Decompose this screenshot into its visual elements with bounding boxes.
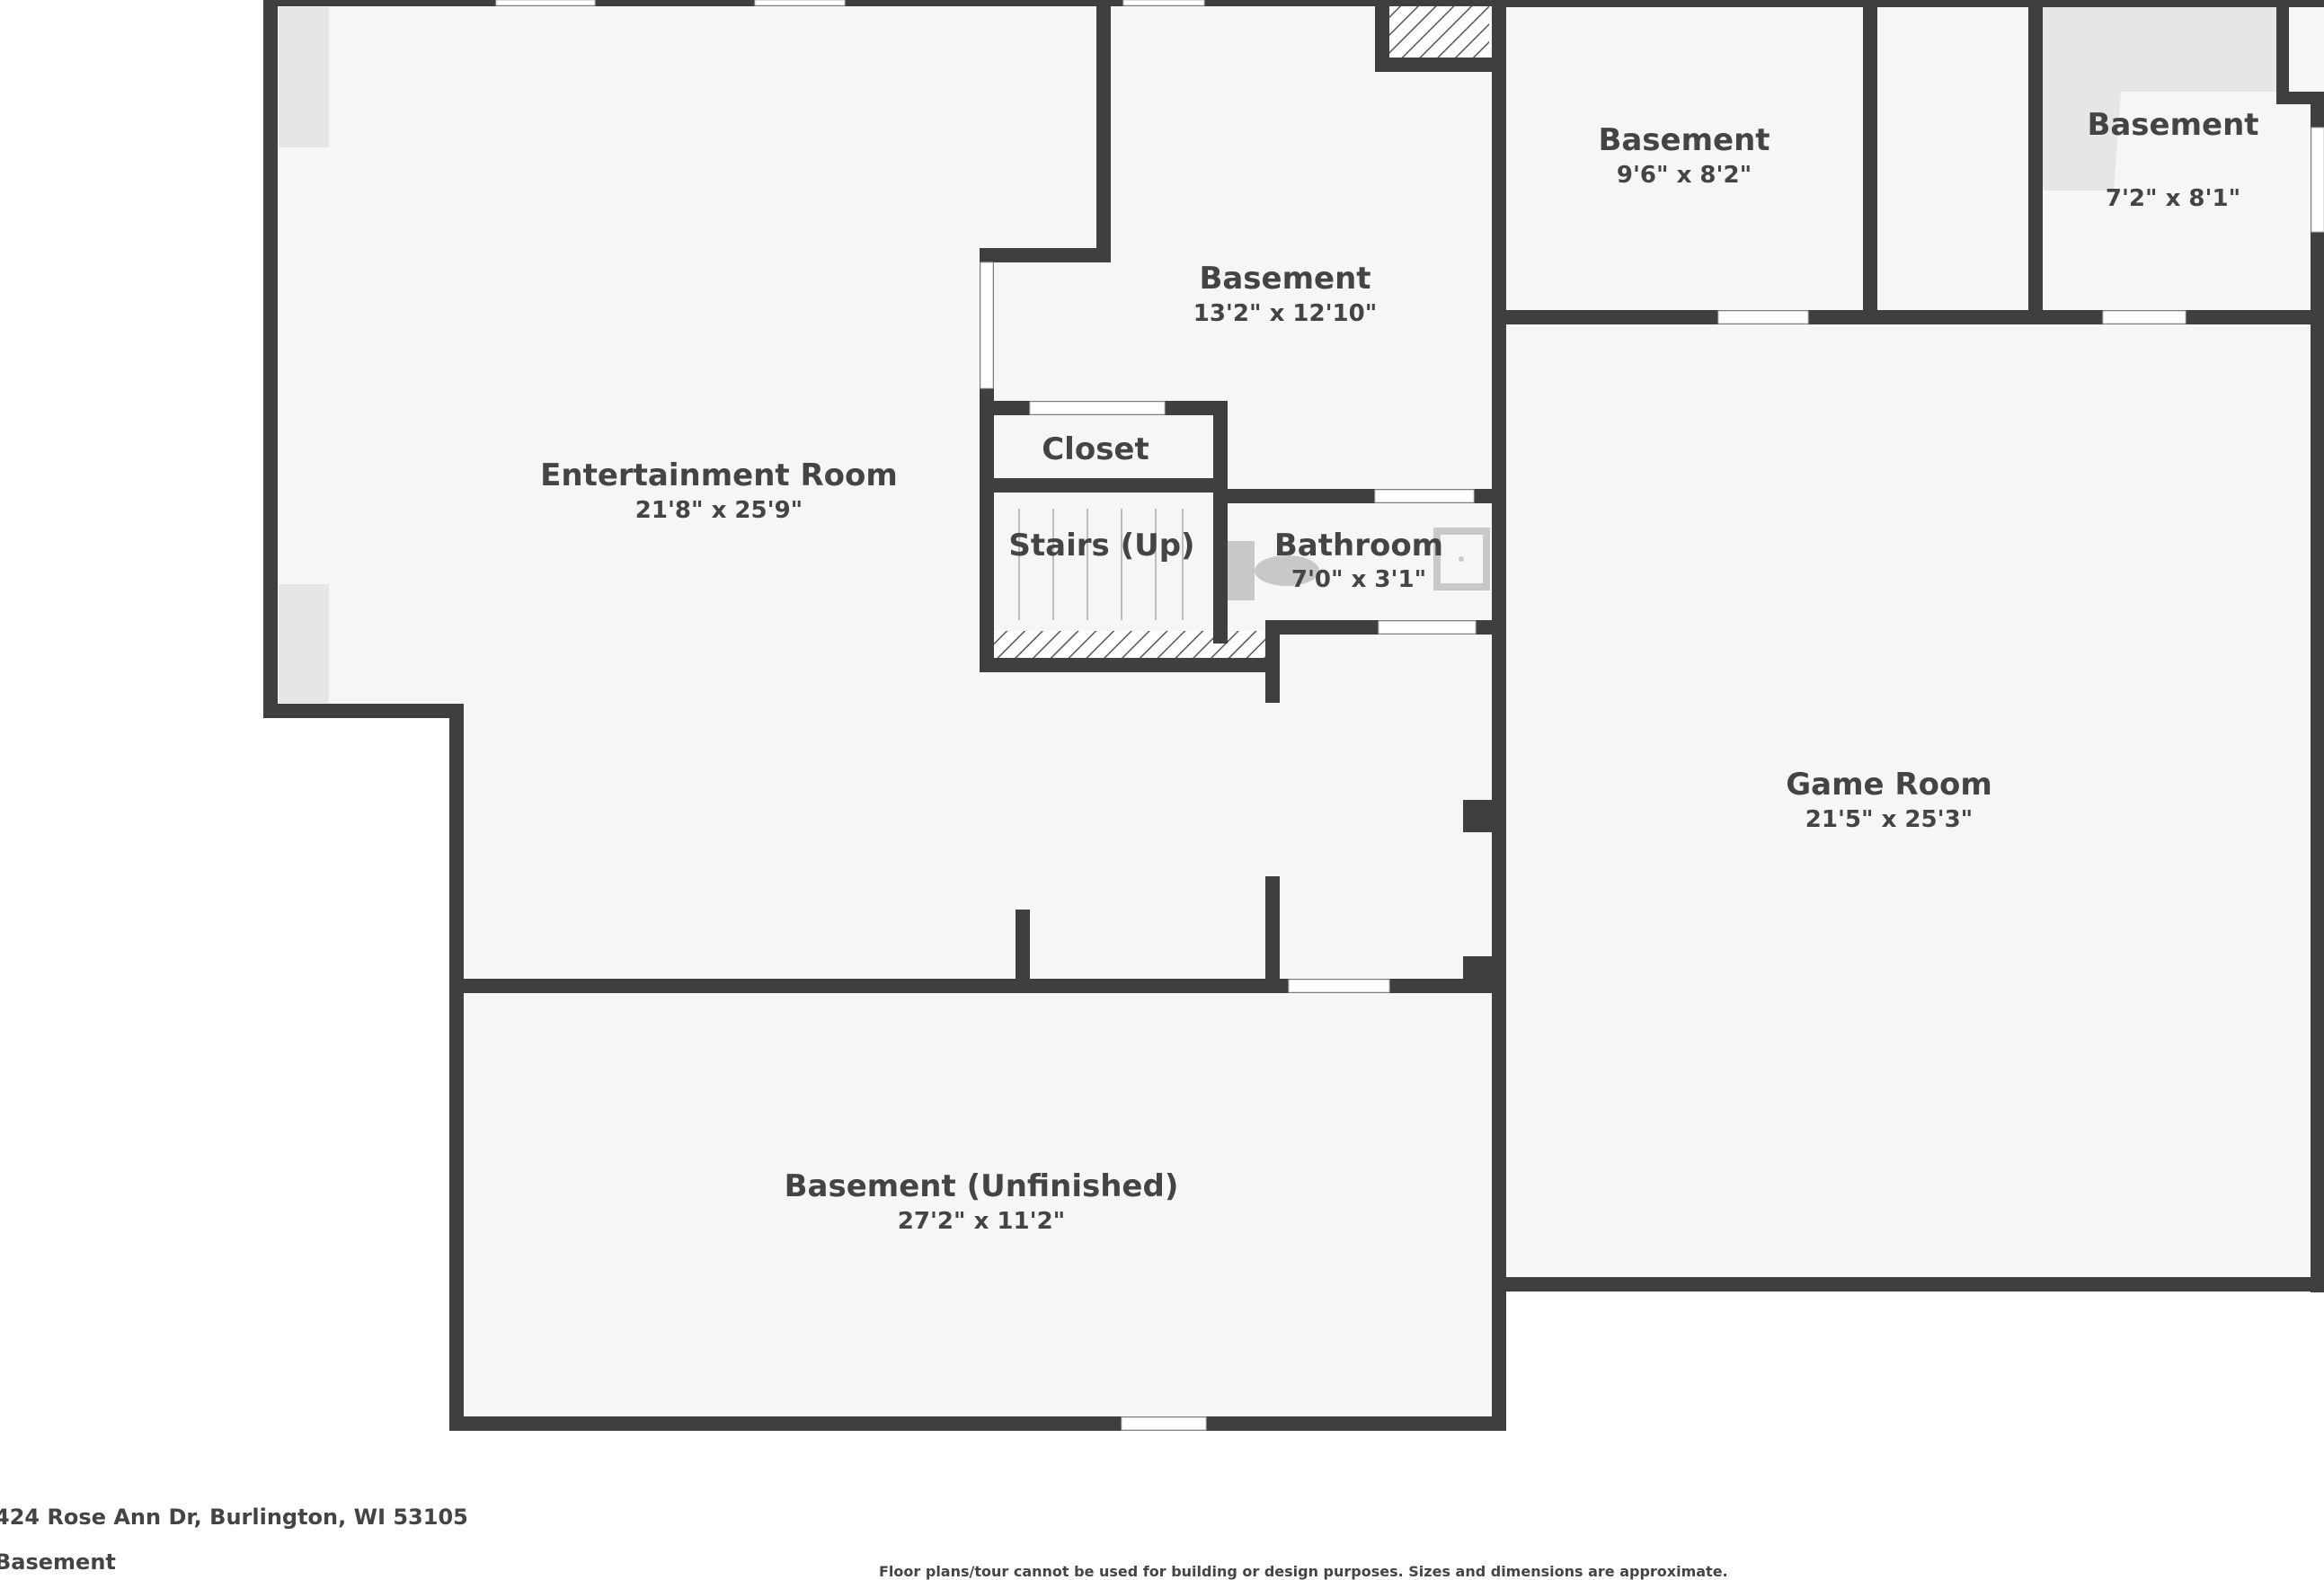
doorway-bathroom-top [1374, 489, 1475, 503]
property-address: 424 Rose Ann Dr, Burlington, WI 53105 [0, 1505, 468, 1530]
room-label-bathroom: Bathroom [1274, 528, 1443, 564]
doorway-basement-corner [2102, 310, 2187, 324]
fixtures [279, 5, 2276, 703]
walls [263, 0, 2324, 1431]
toilet-icon [1228, 541, 1319, 600]
window-left-center [980, 262, 994, 389]
room-label-basement-center: Basement [1199, 261, 1370, 297]
window-top-3 [1122, 0, 1205, 6]
doorway-unfinished [1288, 979, 1390, 993]
doorway-closet [1029, 401, 1166, 415]
room-label-basement-unfinished: Basement (Unfinished) [785, 1168, 1179, 1204]
hatched-chimney [1388, 5, 1489, 59]
doorway-bathroom-bottom [1378, 620, 1477, 635]
corner-counter [2042, 7, 2276, 191]
cabinet-bottom-left [279, 584, 329, 703]
room-dims-entertainment-room: 21'8" x 25'9" [635, 497, 803, 524]
room-dims-basement-center: 13'2" x 12'10" [1193, 300, 1378, 327]
openings [495, 0, 2324, 1431]
disclaimer: Floor plans/tour cannot be used for buil… [879, 1563, 1728, 1580]
room-label-game-room: Game Room [1786, 767, 1992, 803]
doorway-basement-top [1717, 310, 1809, 324]
window-top-1 [495, 0, 596, 6]
game-room-floor [1499, 315, 2324, 1287]
window-top-2 [754, 0, 846, 6]
floor-name: Basement [0, 1549, 116, 1575]
stair-treads [1018, 509, 1184, 620]
window-right-corner [2311, 127, 2324, 233]
room-label-closet: Closet [1042, 431, 1149, 467]
room-dims-bathroom: 7'0" x 3'1" [1291, 566, 1426, 593]
room-dims-basement-unfinished: 27'2" x 11'2" [898, 1208, 1065, 1235]
room-dims-basement-corner: 7'2" x 8'1" [2106, 185, 2240, 212]
room-labels: Entertainment Room 21'8" x 25'9" Basemen… [540, 107, 2258, 1235]
room-dims-game-room: 21'5" x 25'3" [1805, 806, 1973, 833]
room-dims-basement-top: 9'6" x 8'2" [1617, 162, 1752, 189]
sink-icon [1433, 528, 1490, 590]
cabinet-top-left [279, 7, 329, 147]
room-label-basement-corner: Basement [2087, 107, 2258, 143]
window-bottom [1121, 1416, 1207, 1431]
room-label-entertainment-room: Entertainment Room [540, 457, 898, 493]
room-label-stairs: Stairs (Up) [1008, 528, 1194, 564]
main-floor [266, 0, 1499, 1429]
room-label-basement-top: Basement [1598, 122, 1770, 158]
floor-areas [266, 0, 2324, 1429]
